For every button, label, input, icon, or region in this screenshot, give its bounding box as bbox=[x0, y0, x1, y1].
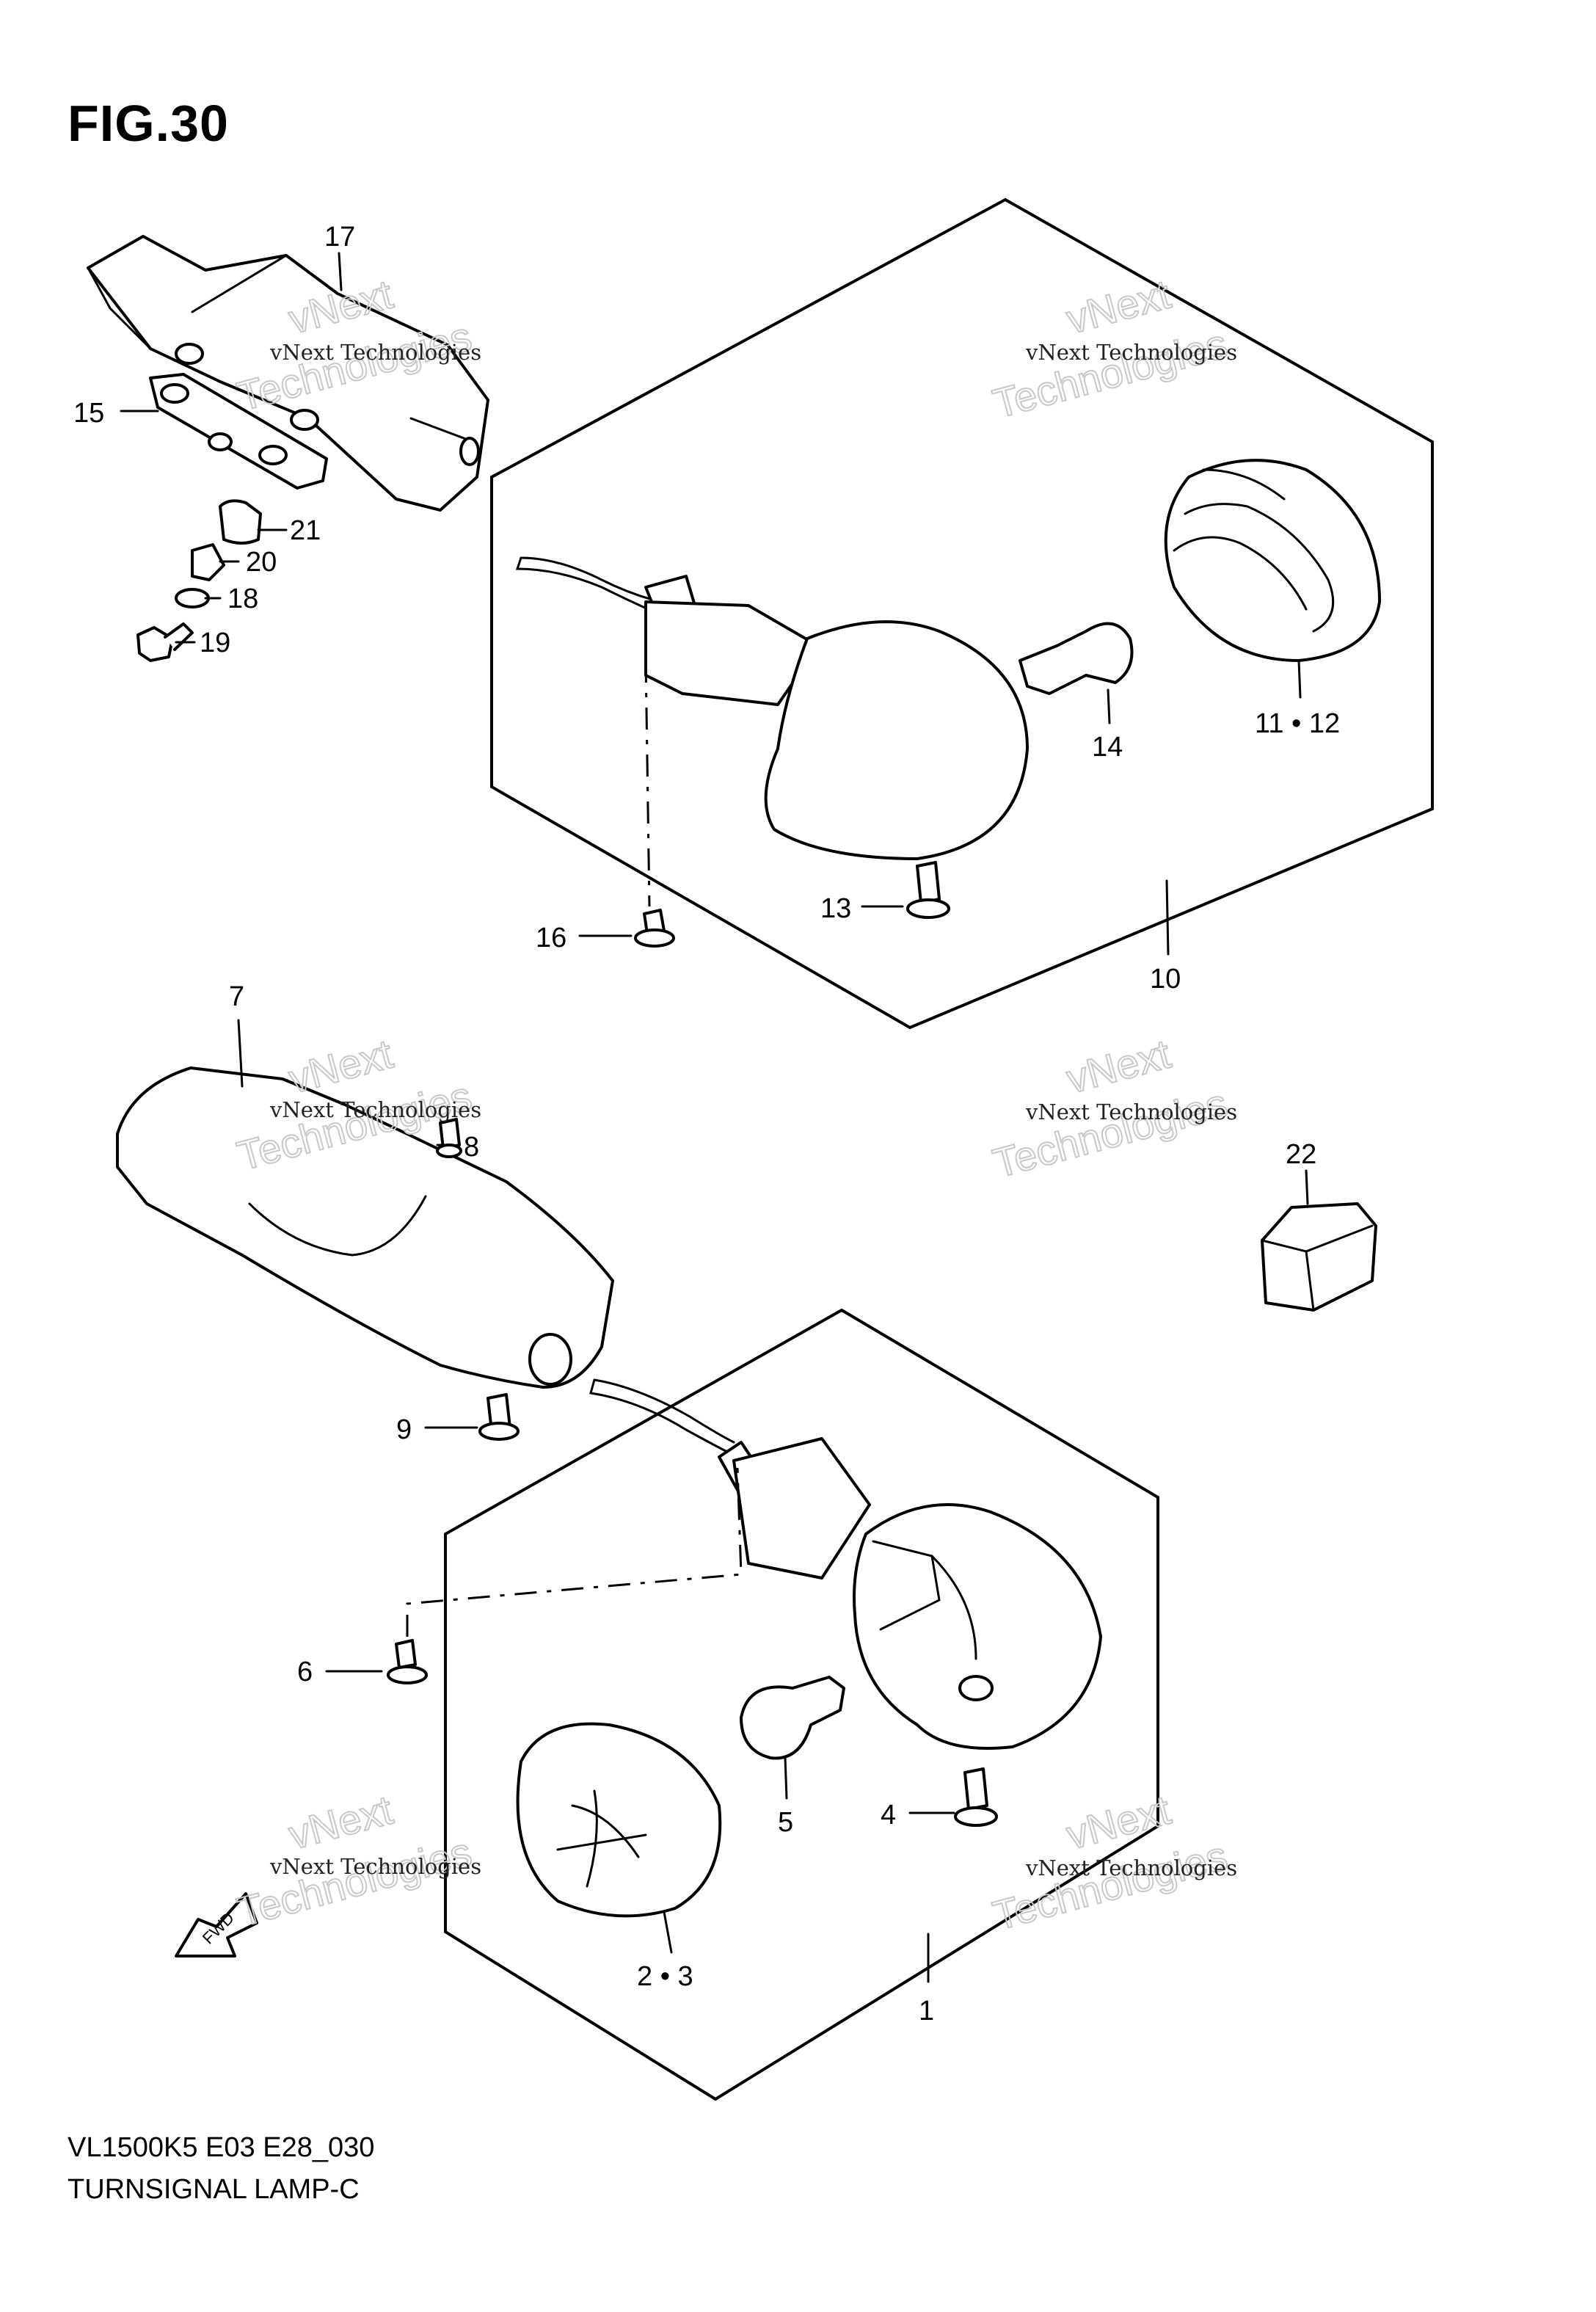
bracket-7 bbox=[116, 1066, 614, 1389]
callout-2-3: 2 • 3 bbox=[637, 1961, 693, 1992]
screw-13 bbox=[906, 861, 950, 919]
figure-caption: TURNSIGNAL LAMP-C bbox=[68, 2174, 360, 2205]
bulb-14 bbox=[1019, 622, 1134, 695]
lens-11-12 bbox=[1164, 459, 1381, 662]
callout-14: 14 bbox=[1092, 732, 1123, 763]
callout-21: 21 bbox=[290, 515, 321, 546]
assembly-frame-upper bbox=[490, 197, 1434, 1030]
svg-text:vNext Technologies: vNext Technologies bbox=[1025, 1099, 1237, 1124]
svg-text:vNext Technologies: vNext Technologies bbox=[1025, 340, 1237, 365]
svg-text:vNext: vNext bbox=[1062, 271, 1176, 343]
callout-7: 7 bbox=[229, 981, 244, 1012]
lens-2-3 bbox=[516, 1722, 722, 1918]
callout-4: 4 bbox=[881, 1800, 896, 1831]
screw-16 bbox=[634, 909, 675, 948]
callout-15: 15 bbox=[73, 398, 104, 429]
watermark-bottom-right: vNext Technologies vNext Technologies bbox=[988, 1786, 1237, 1940]
dashline-6 bbox=[406, 1467, 743, 1637]
svg-text:vNext: vNext bbox=[1062, 1786, 1176, 1858]
callout-22: 22 bbox=[1286, 1139, 1316, 1170]
dashline-16 bbox=[644, 660, 651, 907]
plate-15 bbox=[149, 373, 328, 490]
screw-6 bbox=[387, 1639, 428, 1684]
callout-9: 9 bbox=[396, 1414, 412, 1445]
svg-text:Technologies: Technologies bbox=[988, 320, 1232, 426]
callout-11-12: 11 • 12 bbox=[1255, 708, 1340, 739]
callout-13: 13 bbox=[820, 893, 851, 924]
washer-18 bbox=[175, 588, 210, 608]
screw-4 bbox=[954, 1767, 998, 1827]
callout-5: 5 bbox=[778, 1807, 793, 1838]
relay-22 bbox=[1261, 1202, 1377, 1312]
callout-16: 16 bbox=[536, 923, 566, 953]
screw-9 bbox=[478, 1393, 520, 1441]
svg-text:vNext: vNext bbox=[284, 1030, 398, 1102]
leader-lines bbox=[120, 252, 1309, 1983]
callout-8: 8 bbox=[464, 1132, 479, 1163]
svg-text:Technologies: Technologies bbox=[233, 1828, 476, 1935]
callout-17: 17 bbox=[324, 222, 355, 252]
model-code: VL1500K5 E03 E28_030 bbox=[68, 2132, 375, 2163]
callout-10: 10 bbox=[1150, 964, 1181, 995]
turnsignal-housing-upper bbox=[515, 556, 1029, 860]
bulb-5 bbox=[740, 1676, 845, 1760]
turnsignal-housing-lower bbox=[589, 1378, 1102, 1750]
figure-title: FIG.30 bbox=[68, 95, 229, 152]
grommet-21 bbox=[219, 499, 262, 545]
svg-text:vNext Technologies: vNext Technologies bbox=[269, 340, 481, 365]
watermark-top-right: vNext Technologies vNext Technologies bbox=[988, 270, 1237, 428]
callout-labels: 1 2 • 3 4 5 6 7 8 9 10 11 • 12 13 14 15 … bbox=[73, 222, 1340, 2026]
callout-1: 1 bbox=[919, 1996, 934, 2026]
callout-6: 6 bbox=[297, 1657, 313, 1687]
watermark-mid-right: vNext Technologies vNext Technologies bbox=[988, 1030, 1237, 1188]
svg-text:vNext Technologies: vNext Technologies bbox=[269, 1854, 481, 1879]
bracket-17 bbox=[87, 235, 489, 512]
callout-20: 20 bbox=[246, 547, 277, 578]
bolt-19 bbox=[136, 622, 194, 662]
svg-text:vNext: vNext bbox=[284, 1786, 398, 1858]
svg-text:vNext Technologies: vNext Technologies bbox=[269, 1097, 481, 1122]
assembly-frame-lower bbox=[444, 1308, 1159, 2101]
svg-text:vNext: vNext bbox=[1062, 1030, 1176, 1102]
svg-text:vNext Technologies: vNext Technologies bbox=[1025, 1855, 1237, 1880]
svg-text:Technologies: Technologies bbox=[988, 1080, 1232, 1186]
callout-18: 18 bbox=[227, 584, 258, 614]
screw-8 bbox=[436, 1118, 462, 1158]
collar-20 bbox=[191, 543, 225, 581]
callout-19: 19 bbox=[200, 628, 230, 658]
